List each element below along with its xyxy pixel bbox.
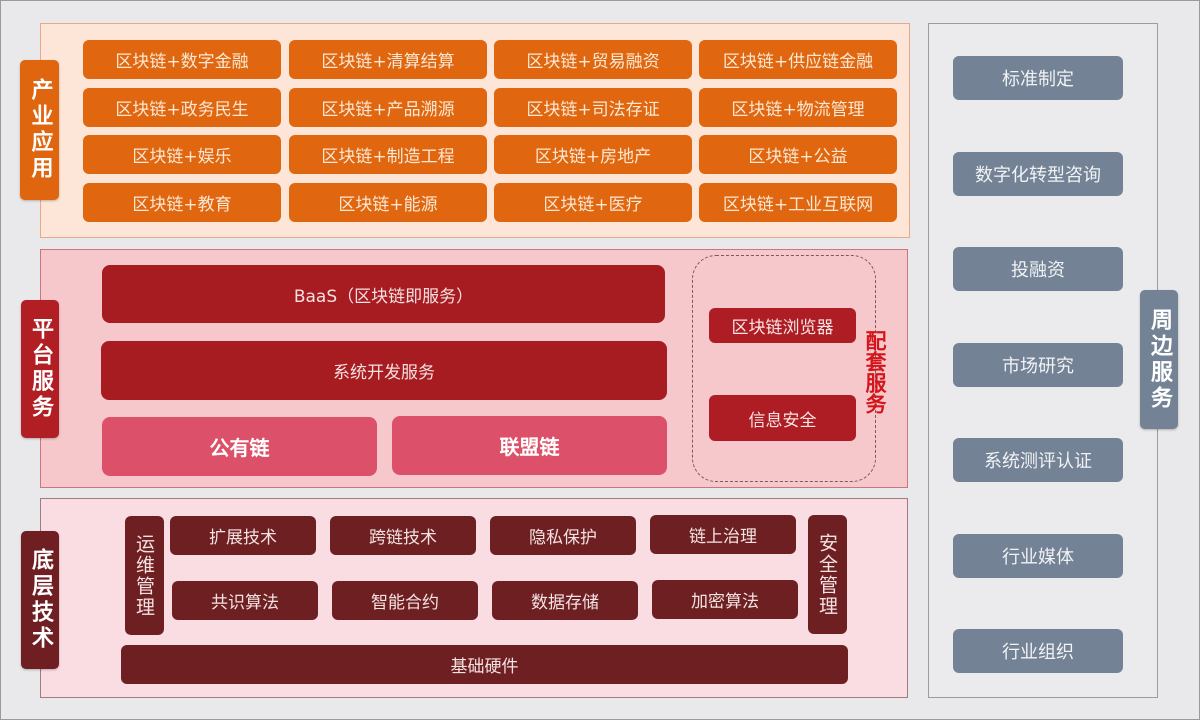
tech-item: 链上治理: [650, 515, 796, 554]
industry-item: 区块链+教育: [83, 183, 281, 222]
peripheral-item: 标准制定: [953, 56, 1123, 100]
peripheral-item: 行业媒体: [953, 534, 1123, 578]
tech-item: 共识算法: [172, 581, 318, 620]
industry-item: 区块链+产品溯源: [289, 88, 487, 127]
peripheral-item: 市场研究: [953, 343, 1123, 387]
industry-item: 区块链+清算结算: [289, 40, 487, 79]
industry-item: 区块链+房地产: [494, 135, 692, 174]
peripheral-item: 数字化转型咨询: [953, 152, 1123, 196]
peripheral-services-label: 周边服务: [1140, 290, 1178, 429]
tech-item: 数据存储: [492, 581, 638, 620]
peripheral-item: 投融资: [953, 247, 1123, 291]
industry-item: 区块链+物流管理: [699, 88, 897, 127]
industry-item: 区块链+工业互联网: [699, 183, 897, 222]
industry-item: 区块链+娱乐: [83, 135, 281, 174]
tech-item: 扩展技术: [170, 516, 316, 555]
industry-item: 区块链+供应链金融: [699, 40, 897, 79]
tech-item: 隐私保护: [490, 516, 636, 555]
tech-item: 加密算法: [652, 580, 798, 619]
peripheral-item: 系统测评认证: [953, 438, 1123, 482]
industry-layer-label: 产业应用: [20, 60, 59, 200]
supporting-services-group: [692, 255, 876, 482]
industry-item: 区块链+贸易融资: [494, 40, 692, 79]
foundation-layer-label: 底层技术: [21, 531, 59, 669]
info-security-box: 信息安全: [709, 395, 856, 441]
supporting-services-label: 配套服务: [863, 330, 887, 414]
peripheral-item: 行业组织: [953, 629, 1123, 673]
public-chain-box: 公有链: [102, 417, 377, 476]
industry-item: 区块链+政务民生: [83, 88, 281, 127]
blockchain-explorer-box: 区块链浏览器: [709, 308, 856, 343]
industry-item: 区块链+医疗: [494, 183, 692, 222]
dev-service-bar: 系统开发服务: [101, 341, 667, 400]
platform-layer-label: 平台服务: [21, 300, 59, 438]
tech-item: 跨链技术: [330, 516, 476, 555]
baas-bar: BaaS（区块链即服务）: [102, 265, 665, 323]
industry-item: 区块链+公益: [699, 135, 897, 174]
industry-item: 区块链+制造工程: [289, 135, 487, 174]
base-hardware-bar: 基础硬件: [121, 645, 848, 684]
industry-item: 区块链+能源: [289, 183, 487, 222]
consortium-chain-box: 联盟链: [392, 416, 667, 475]
industry-item: 区块链+数字金融: [83, 40, 281, 79]
security-management-box: 安全管理: [808, 515, 847, 634]
ops-management-box: 运维管理: [125, 516, 164, 635]
industry-item: 区块链+司法存证: [494, 88, 692, 127]
tech-item: 智能合约: [332, 581, 478, 620]
